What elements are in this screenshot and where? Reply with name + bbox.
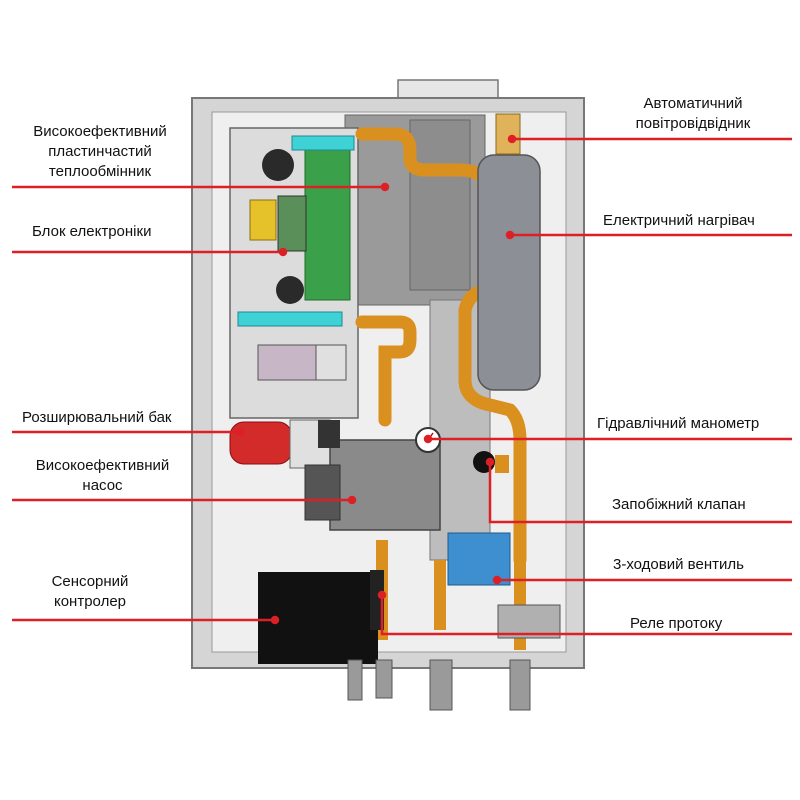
label-pump-line1: Високоефективний bbox=[35, 457, 170, 474]
label-air-vent: Автоматичний повітровідвідник bbox=[608, 94, 778, 134]
label-heat-exchanger-line1: Високоефективний bbox=[33, 123, 167, 140]
label-air-vent-line2: повітровідвідник bbox=[635, 115, 751, 132]
label-expansion-tank: Розширювальний бак bbox=[22, 409, 172, 426]
motor-lower bbox=[276, 276, 304, 304]
fitting-2 bbox=[375, 659, 393, 699]
terminal-block bbox=[257, 344, 317, 381]
leader-safety-valve bbox=[488, 462, 792, 524]
sensor-controller-edge bbox=[370, 570, 384, 630]
cyan-rail-top bbox=[291, 135, 355, 151]
pcb-board bbox=[304, 141, 351, 301]
relay-block bbox=[277, 195, 307, 252]
motor-upper bbox=[262, 149, 294, 181]
label-heat-exchanger-line2: пластинчастий bbox=[48, 143, 152, 160]
label-pump: Високоефективний насос bbox=[0, 456, 205, 496]
label-heater: Електричний нагрівач bbox=[603, 212, 755, 229]
label-manometer: Гідравлічний манометр bbox=[597, 415, 760, 432]
copper-pipe-mid bbox=[355, 315, 417, 427]
safety-valve-body bbox=[495, 455, 509, 473]
pump-motor bbox=[304, 464, 341, 521]
terminal-block-2 bbox=[315, 344, 347, 381]
label-heat-exchanger-line3: теплообмінник bbox=[48, 163, 152, 180]
label-controller-line2: контролер bbox=[53, 593, 127, 610]
three-way-valve bbox=[447, 532, 511, 586]
flow-relay-bracket bbox=[497, 604, 561, 639]
fitting-3 bbox=[429, 659, 453, 711]
label-safety-valve: Запобіжний клапан bbox=[612, 496, 746, 513]
label-three-way-valve: 3-ходовий вентиль bbox=[613, 556, 744, 573]
fitting-1 bbox=[347, 659, 363, 701]
heat-exchanger-plate bbox=[409, 119, 471, 291]
fitting-4 bbox=[509, 659, 531, 711]
pump-body bbox=[329, 439, 441, 531]
label-pump-line2: насос bbox=[82, 477, 123, 494]
leader-lines bbox=[12, 134, 792, 636]
label-air-vent-line1: Автоматичний bbox=[643, 95, 743, 112]
cyan-rail-bottom bbox=[237, 311, 343, 327]
yellow-component bbox=[249, 199, 277, 241]
label-controller-line1: Сенсорний bbox=[51, 573, 129, 590]
label-heat-exchanger: Високоефективний пластинчастий теплообмі… bbox=[0, 122, 200, 182]
label-controller: Сенсорний контролер bbox=[30, 572, 150, 612]
label-flow-relay: Реле протоку bbox=[630, 615, 723, 632]
leader-flow-relay bbox=[380, 595, 792, 636]
copper-pipe-right bbox=[458, 283, 527, 567]
air-vent-body bbox=[495, 113, 521, 155]
pump-connector bbox=[318, 420, 340, 448]
electric-heater bbox=[477, 154, 541, 391]
label-electronics: Блок електроніки bbox=[32, 223, 152, 240]
